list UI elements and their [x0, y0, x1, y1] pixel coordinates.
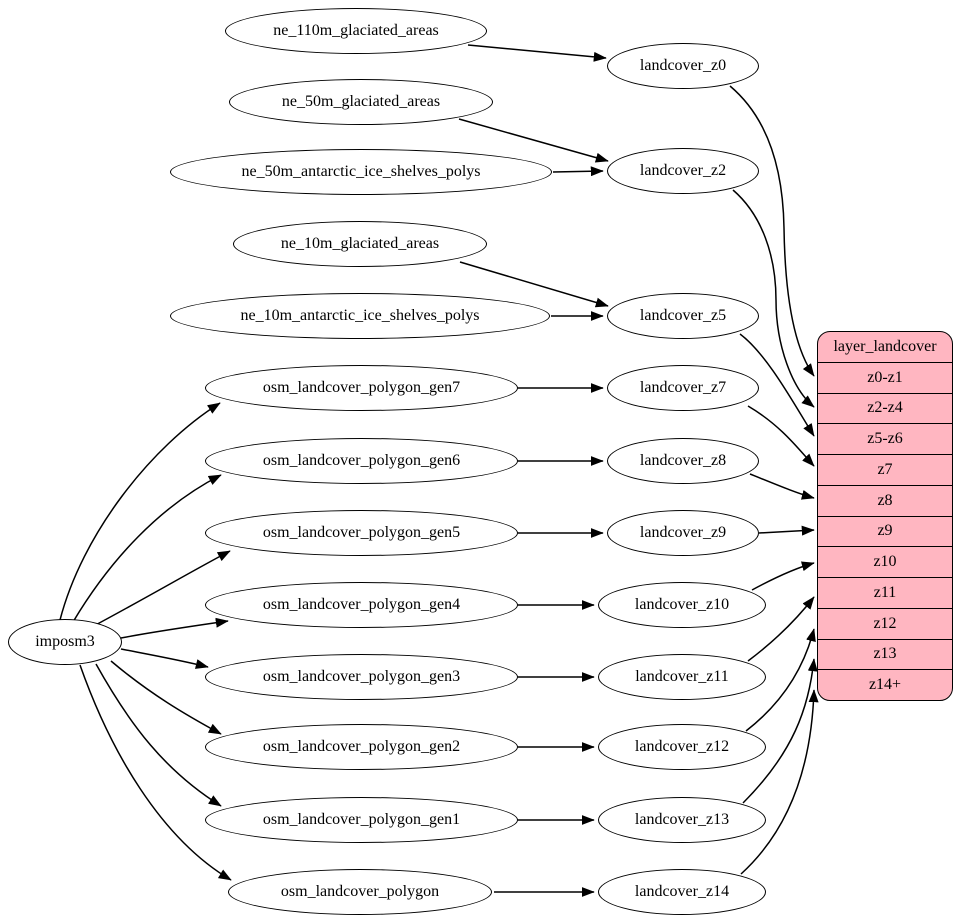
edge-imposm3-to-gen1 — [95, 663, 222, 807]
node-landcover-z2: landcover_z2 — [607, 148, 759, 194]
node-label: landcover_z13 — [634, 811, 730, 828]
node-label: ne_50m_glaciated_areas — [281, 93, 441, 110]
node-label: osm_landcover_polygon_gen1 — [262, 811, 461, 828]
node-label: osm_landcover_polygon_gen5 — [262, 524, 461, 541]
table-row-z0-z1: z0-z1 — [818, 361, 952, 393]
node-landcover-z5: landcover_z5 — [607, 293, 759, 339]
edge-landcover-z2-to-row-z2-z4 — [732, 189, 815, 408]
edge-landcover-z11-to-row-z11 — [747, 596, 815, 662]
node-ne-110m-glaciated-areas: ne_110m_glaciated_areas — [225, 8, 487, 54]
table-row-z2-z4: z2-z4 — [818, 392, 952, 424]
node-landcover-z12: landcover_z12 — [598, 724, 766, 770]
node-label: landcover_z0 — [639, 57, 727, 74]
node-imposm3-label: imposm3 — [35, 633, 95, 650]
node-landcover-z0: landcover_z0 — [607, 43, 759, 89]
node-landcover-z13: landcover_z13 — [598, 797, 766, 843]
table-row-z14plus: z14+ — [818, 669, 952, 700]
edge-imposm3-to-gen3 — [120, 648, 209, 669]
node-label: landcover_z11 — [635, 668, 729, 685]
node-landcover-z11: landcover_z11 — [598, 654, 766, 700]
node-label: landcover_z8 — [639, 452, 727, 469]
node-landcover-z7: landcover_z7 — [607, 365, 759, 411]
node-label: osm_landcover_polygon_gen4 — [262, 596, 461, 613]
edge-imposm3-to-gen6 — [72, 474, 222, 623]
edge-imposm3-to-gen2 — [110, 660, 222, 735]
node-label: osm_landcover_polygon_gen3 — [262, 668, 461, 685]
node-label: osm_landcover_polygon_gen2 — [262, 738, 461, 755]
node-label: osm_landcover_polygon_gen6 — [262, 452, 461, 469]
edge-imposm3-to-gen7 — [59, 402, 221, 621]
edge-ne-50m-glaciated-areas-to-landcover-z2 — [458, 118, 609, 163]
edge-imposm3-to-gen5 — [89, 550, 231, 629]
node-label: landcover_z2 — [639, 162, 727, 179]
node-label: landcover_z9 — [639, 524, 727, 541]
edge-landcover-z9-to-row-z9 — [758, 525, 815, 536]
edge-landcover-z5-to-row-z5-z6 — [739, 333, 815, 437]
edge-landcover-z12-to-row-z12 — [745, 628, 816, 732]
node-label: osm_landcover_polygon — [280, 883, 440, 900]
node-osm-landcover-polygon-gen1: osm_landcover_polygon_gen1 — [205, 797, 518, 843]
node-label: ne_110m_glaciated_areas — [273, 22, 439, 39]
table-row-z11: z11 — [818, 577, 952, 608]
edge-landcover-z13-to-row-z13 — [742, 658, 818, 804]
edge-landcover-z14-to-row-z14plus — [740, 689, 819, 875]
node-osm-landcover-polygon-gen5: osm_landcover_polygon_gen5 — [205, 510, 518, 556]
table-row-z8: z8 — [818, 484, 952, 516]
node-landcover-z10: landcover_z10 — [598, 582, 766, 628]
node-osm-landcover-polygon: osm_landcover_polygon — [228, 869, 492, 915]
node-label: landcover_z5 — [639, 307, 727, 324]
node-ne-10m-antarctic-ice-shelves-polys: ne_10m_antarctic_ice_shelves_polys — [170, 293, 550, 339]
node-osm-landcover-polygon-gen2: osm_landcover_polygon_gen2 — [205, 724, 518, 770]
edge-ne-110m-glaciated-areas-to-landcover-z0 — [467, 44, 607, 62]
node-label: landcover_z7 — [639, 379, 727, 396]
node-landcover-z14: landcover_z14 — [598, 869, 766, 915]
node-label: landcover_z14 — [634, 883, 730, 900]
node-landcover-z9: landcover_z9 — [607, 510, 759, 556]
edge-landcover-z10-to-row-z10 — [751, 561, 815, 591]
table-row-z7: z7 — [818, 454, 952, 485]
layer-landcover-table: layer_landcover z0-z1 z2-z4 z5-z6 z7 z8 … — [817, 331, 953, 701]
node-imposm3: imposm3 — [8, 619, 122, 665]
table-row-z9: z9 — [818, 515, 952, 547]
layer-landcover-title: layer_landcover — [833, 337, 937, 355]
edge-ne-50m-antarctic-to-landcover-z2 — [552, 166, 604, 177]
edge-imposm3-to-gen4 — [120, 617, 229, 639]
edge-imposm3-to-polygon — [79, 664, 232, 881]
table-row-z5-z6: z5-z6 — [818, 423, 952, 454]
node-label: osm_landcover_polygon_gen7 — [262, 379, 461, 396]
node-osm-landcover-polygon-gen4: osm_landcover_polygon_gen4 — [205, 582, 518, 628]
node-osm-landcover-polygon-gen6: osm_landcover_polygon_gen6 — [205, 438, 518, 484]
node-label: landcover_z12 — [634, 738, 730, 755]
node-osm-landcover-polygon-gen3: osm_landcover_polygon_gen3 — [205, 654, 518, 700]
node-landcover-z8: landcover_z8 — [607, 438, 759, 484]
node-ne-50m-antarctic-ice-shelves-polys: ne_50m_antarctic_ice_shelves_polys — [170, 149, 552, 195]
edge-landcover-z8-to-row-z8 — [749, 473, 815, 500]
node-label: ne_10m_antarctic_ice_shelves_polys — [240, 307, 480, 324]
table-row-z10: z10 — [818, 546, 952, 577]
node-label: landcover_z10 — [634, 596, 730, 613]
node-osm-landcover-polygon-gen7: osm_landcover_polygon_gen7 — [205, 365, 518, 411]
edge-landcover-z7-to-row-z7 — [747, 405, 815, 467]
table-row-z12: z12 — [818, 607, 952, 639]
node-label: ne_50m_antarctic_ice_shelves_polys — [241, 163, 481, 180]
node-ne-50m-glaciated-areas: ne_50m_glaciated_areas — [229, 79, 493, 125]
node-label: ne_10m_glaciated_areas — [280, 235, 440, 252]
edge-landcover-z0-to-row-z0-z1 — [729, 85, 815, 377]
edge-ne-10m-glaciated-areas-to-landcover-z5 — [459, 261, 609, 308]
node-ne-10m-glaciated-areas: ne_10m_glaciated_areas — [233, 221, 487, 267]
table-row-z13: z13 — [818, 638, 952, 670]
